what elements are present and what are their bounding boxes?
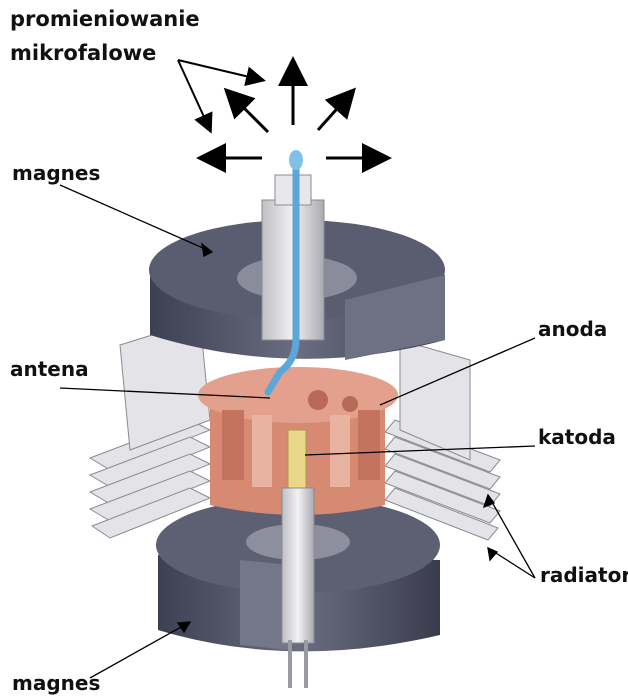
label-anoda: anoda <box>538 316 607 342</box>
title-pointer-arrows <box>178 60 262 130</box>
antenna-tip <box>289 150 303 170</box>
label-magnes-bottom: magnes <box>12 670 100 696</box>
microwave-arrows <box>202 62 386 158</box>
label-radiator: radiator <box>540 562 628 588</box>
label-magnes-top: magnes <box>12 160 100 186</box>
title-line-1: promieniowanie <box>10 6 200 32</box>
title-line-2: mikrofalowe <box>10 40 156 66</box>
label-antena: antena <box>10 356 89 382</box>
label-katoda: katoda <box>538 424 616 450</box>
